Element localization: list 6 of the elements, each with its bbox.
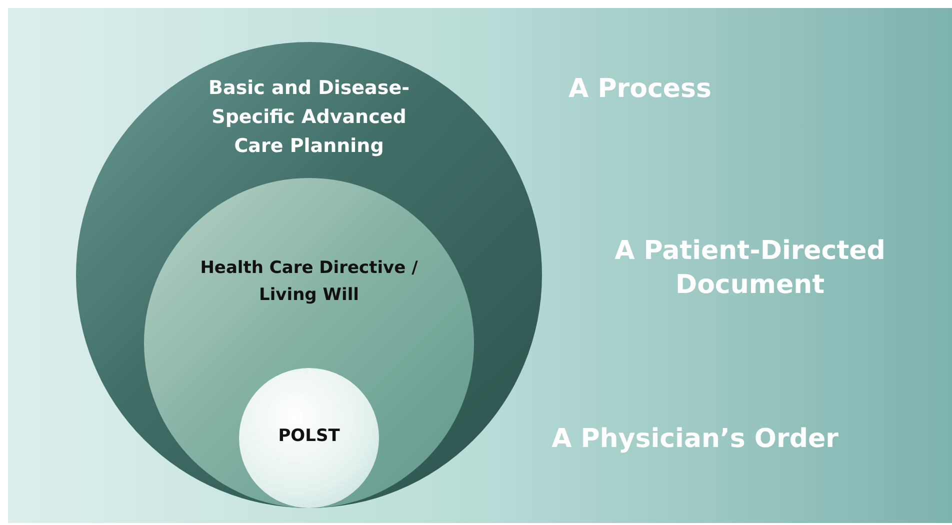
circle-label: Health Care Directive / Living Will: [199, 257, 419, 307]
circle-label: Basic and Disease-Specific Advanced Care Planning: [208, 76, 410, 159]
circle-label: POLST: [277, 425, 341, 448]
side-label: A Patient-Directed Document: [614, 235, 886, 302]
side-label: A Physician’s Order: [550, 423, 840, 456]
side-label: A Process: [568, 73, 712, 106]
